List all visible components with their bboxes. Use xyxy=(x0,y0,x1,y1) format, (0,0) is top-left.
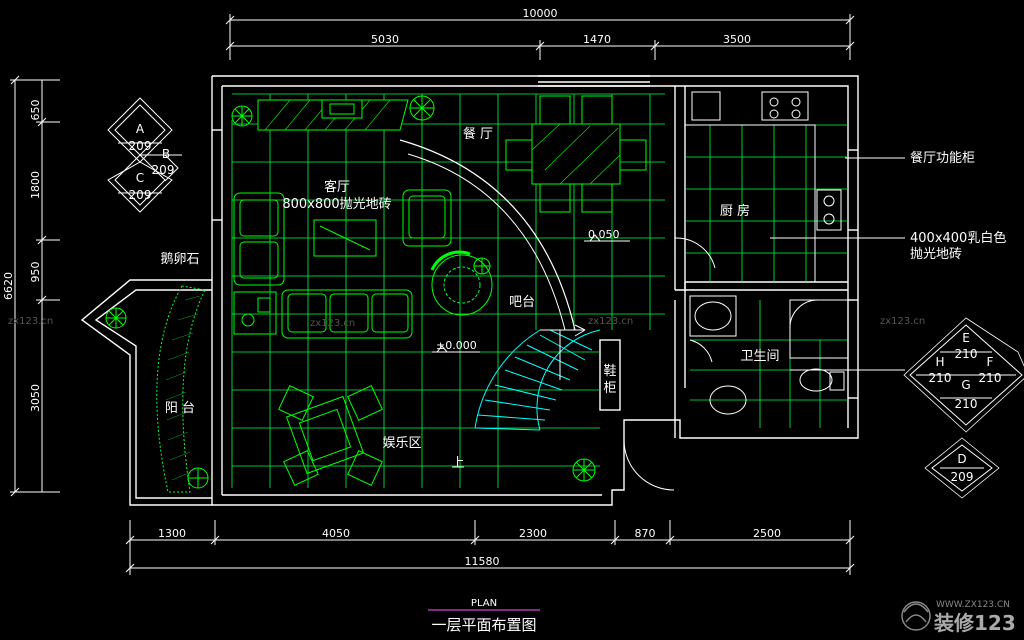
dim-bottom-4: 870 xyxy=(635,527,656,540)
zx123-logo: WWW.ZX123.CN 装修123 xyxy=(901,600,1016,635)
kitchen-counter xyxy=(685,91,842,282)
dim-top-3: 3500 xyxy=(723,33,751,46)
label-living: 客厅 xyxy=(324,179,350,195)
logo-swirl-icon xyxy=(901,601,931,631)
level-kitchen: 0.050 xyxy=(588,228,620,241)
logo-text: 装修123 xyxy=(933,611,1016,635)
label-stairs-up: 上 xyxy=(451,456,464,471)
tag-d-num: 209 xyxy=(951,470,974,484)
tag-b-num: 209 xyxy=(152,163,175,177)
exterior-walls xyxy=(211,75,859,506)
label-bar: 吧台 xyxy=(509,295,535,310)
elevation-tag-efgh xyxy=(903,317,1024,433)
title-cn: 一层平面布置图 xyxy=(431,616,536,634)
elevation-tag-abc xyxy=(107,97,182,213)
pebble-hatch xyxy=(165,295,201,481)
tag-e-num: 210 xyxy=(955,347,978,361)
dim-left-1: 650 xyxy=(29,100,42,121)
watermark-4: zx123.cn xyxy=(880,316,925,327)
watermark-1: zx123.cn xyxy=(8,316,53,327)
corner-table xyxy=(233,291,277,335)
dim-bottom-1: 1300 xyxy=(158,527,186,540)
dim-bottom-5: 2500 xyxy=(753,527,781,540)
dim-left-3: 950 xyxy=(29,262,42,283)
spiral-staircase xyxy=(474,329,601,431)
tag-a-letter: A xyxy=(136,122,145,136)
tag-e-letter: E xyxy=(962,331,970,345)
mahjong-table xyxy=(278,385,383,486)
dim-bottom-2: 4050 xyxy=(322,527,350,540)
plant-icon-6 xyxy=(105,307,127,329)
level-living: ±0.000 xyxy=(436,339,477,352)
sofa-set xyxy=(233,189,452,339)
pebble-path xyxy=(156,285,206,493)
label-living-floor: 800x800抛光地砖 xyxy=(282,197,391,212)
top-dimension-lines xyxy=(225,14,855,60)
tag-f-num: 210 xyxy=(979,371,1002,385)
dining-table xyxy=(505,95,647,213)
note-kitchen-floor-2: 抛光地砖 xyxy=(910,247,962,262)
stair-arrow xyxy=(540,324,586,337)
kitchen-floor-grid xyxy=(685,124,848,282)
label-shoe-cabinet-2: 柜 xyxy=(603,381,616,396)
title-en: PLAN xyxy=(471,598,497,609)
dim-left-4: 3050 xyxy=(29,384,42,412)
bottom-dimension-lines xyxy=(125,520,855,575)
watermark-2: zx123.cn xyxy=(310,318,355,329)
door-swings xyxy=(559,237,716,491)
dim-bottom-3: 2300 xyxy=(519,527,547,540)
tag-c-num: 209 xyxy=(129,188,152,202)
bar-counter xyxy=(430,250,493,316)
label-bathroom: 卫生间 xyxy=(740,349,779,364)
label-entertainment: 娱乐区 xyxy=(382,436,421,451)
leader-lines xyxy=(770,157,905,371)
balcony-outline xyxy=(80,279,212,506)
curved-glass-wall xyxy=(399,139,576,331)
label-kitchen: 厨 房 xyxy=(720,203,750,219)
tv-cabinet xyxy=(257,99,409,131)
left-dimension-lines xyxy=(10,75,60,497)
dim-top-total: 10000 xyxy=(523,7,558,20)
logo-url: WWW.ZX123.CN xyxy=(936,600,1010,610)
dim-top-1: 5030 xyxy=(371,33,399,46)
plant-icon-3 xyxy=(473,257,491,275)
dim-left-2: 1800 xyxy=(29,171,42,199)
watermark-3: zx123.cn xyxy=(588,316,633,327)
tag-b-letter: B xyxy=(162,147,170,161)
tag-g-letter: G xyxy=(961,378,970,392)
elevation-tag-d xyxy=(924,437,1000,499)
plant-icons xyxy=(105,95,596,489)
label-dining: 餐 厅 xyxy=(463,126,493,142)
plant-icon-5 xyxy=(187,467,209,489)
dim-bottom-total: 11580 xyxy=(465,555,500,568)
tag-h-letter: H xyxy=(935,355,944,369)
dim-left-total: 6620 xyxy=(2,272,15,300)
level-marker-kitchen xyxy=(584,234,630,242)
note-dining-cabinet: 餐厅功能柜 xyxy=(910,150,975,166)
plant-icon-1 xyxy=(231,105,253,127)
plant-icon-2 xyxy=(409,95,435,121)
bathroom-fixtures xyxy=(689,295,849,415)
plant-icon-4 xyxy=(572,458,596,482)
tag-g-num: 210 xyxy=(955,397,978,411)
tag-h-num: 210 xyxy=(929,371,952,385)
note-kitchen-floor-1: 400x400乳白色 xyxy=(910,230,1006,246)
tag-c-letter: C xyxy=(136,171,144,185)
tag-d-letter: D xyxy=(957,452,966,466)
label-shoe-cabinet-1: 鞋 xyxy=(603,363,616,379)
tag-a-num: 209 xyxy=(129,139,152,153)
dim-top-2: 1470 xyxy=(583,33,611,46)
label-balcony: 阳 台 xyxy=(165,401,195,416)
level-marker-living xyxy=(432,345,480,353)
label-pebble: 鹅卵石 xyxy=(160,251,199,267)
tag-f-letter: F xyxy=(987,355,994,369)
